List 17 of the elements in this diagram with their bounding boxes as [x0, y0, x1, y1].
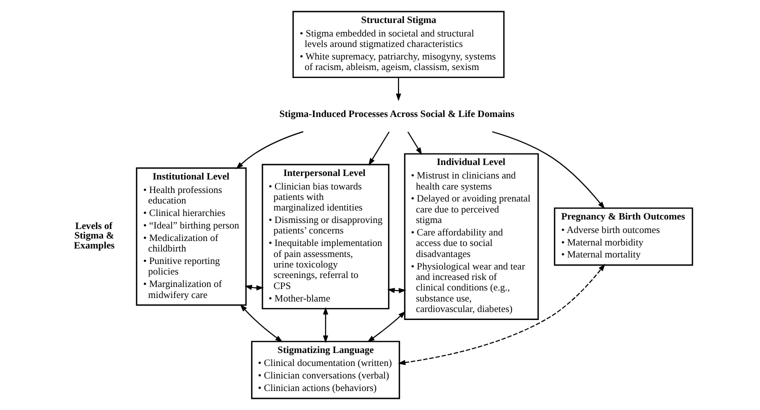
- node-box: Stigmatizing Language • Clinical documentation (written) • Clinician conversations (verbal) • Clinician actions (behaviors): [250, 340, 400, 400]
- arrow: [366, 311, 406, 342]
- arrow: [235, 131, 303, 170]
- arrow: [395, 78, 401, 102]
- node-box: Structural Stigma • Stigma embedded in societal and structural levels around stigmatized characteristics • White supremacy, patriarchy, misogyny, systems of racism, ableism, ageism, classism, sexism: [292, 10, 504, 78]
- label: Levels of Stigma & Examples: [73, 220, 114, 252]
- arrow: [492, 131, 604, 210]
- node-box: Interpersonal Level • Clinician bias towards patients with marginalized identities • Dismissing or disapproving patients’ concerns • Inequitable implementation of pain assessments, urine toxicology screenings, referral to CPS • Mother-blame: [261, 164, 389, 310]
- arrow: [406, 132, 422, 155]
- node-text: Stigma-Induced Processes Across Social & Life Domains: [278, 109, 514, 120]
- node-box: Pregnancy & Birth Outcomes • Adverse birth outcomes • Maternal morbidity • Maternal mortality: [553, 207, 693, 266]
- node-box: Institutional Level • Health professions education • Clinical hierarchies • “Ideal” birthing person • Medicalization of childbirth • Punitive reporting policies • Marginalization of midwifery care: [135, 167, 246, 306]
- arrow: [322, 307, 328, 344]
- arrow: [397, 264, 605, 366]
- node-box: Individual Level • Mistrust in clinicians and health care systems • Delayed or avoiding prenatal care due to perceived stigma • Care affordability and access due to social disadvantages • Physiological wear and tear and increased risk of clinical conditions (e.g., substance use, cardiovascular, diabetes): [404, 153, 538, 320]
- arrow: [368, 132, 390, 166]
- arrow: [239, 304, 282, 342]
